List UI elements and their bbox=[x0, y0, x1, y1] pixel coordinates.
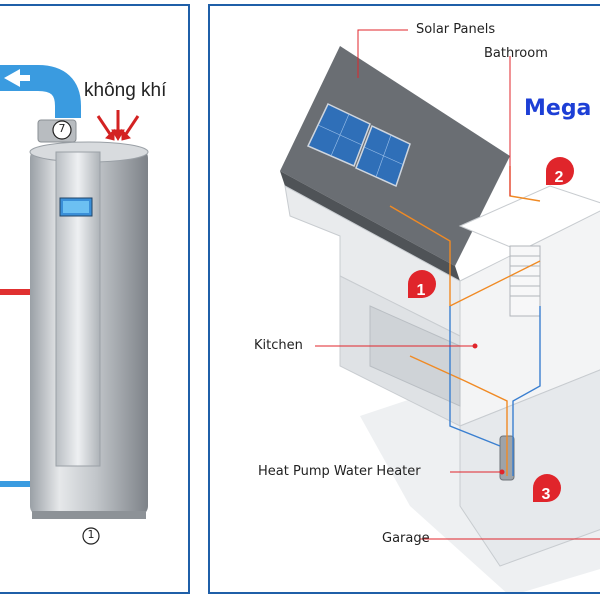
garage bbox=[459, 369, 600, 567]
hot-water-pipe bbox=[0, 289, 30, 295]
air-label: không khí bbox=[84, 80, 167, 101]
label-heat-pump-water-heater: Heat Pump Water Heater bbox=[258, 464, 421, 479]
marker-1: 1 bbox=[416, 282, 426, 299]
house-diagram-panel: Solar Panels Bathroom Mega Kitchen Heat … bbox=[208, 4, 600, 594]
air-intake-arrows bbox=[96, 110, 140, 141]
heat-pump-tank-illustration bbox=[0, 65, 149, 545]
marker-2-shape bbox=[546, 157, 574, 185]
brand-logo-text: Mega bbox=[524, 96, 592, 121]
house-illustration bbox=[280, 29, 600, 592]
label-bathroom: Bathroom bbox=[484, 46, 548, 61]
outlet-arrow bbox=[4, 69, 20, 87]
cold-water-pipe bbox=[0, 481, 30, 487]
label-solar-panels: Solar Panels bbox=[416, 22, 496, 37]
component-number-7: 7 bbox=[58, 122, 66, 135]
leader-lines bbox=[315, 29, 600, 540]
marker-1-shape bbox=[408, 270, 436, 298]
label-garage: Garage bbox=[382, 531, 430, 546]
marker-3-shape bbox=[533, 474, 561, 502]
upper-floor bbox=[458, 185, 600, 252]
component-number-1: 1 bbox=[87, 528, 95, 541]
label-kitchen: Kitchen bbox=[254, 338, 303, 353]
stairs bbox=[509, 245, 541, 317]
marker-3: 3 bbox=[541, 486, 551, 503]
marker-2: 2 bbox=[554, 169, 564, 186]
heat-pump-tank-panel: không khí 7 1 bbox=[0, 4, 190, 594]
solar-panels bbox=[306, 103, 411, 188]
outlet-duct bbox=[0, 65, 81, 119]
